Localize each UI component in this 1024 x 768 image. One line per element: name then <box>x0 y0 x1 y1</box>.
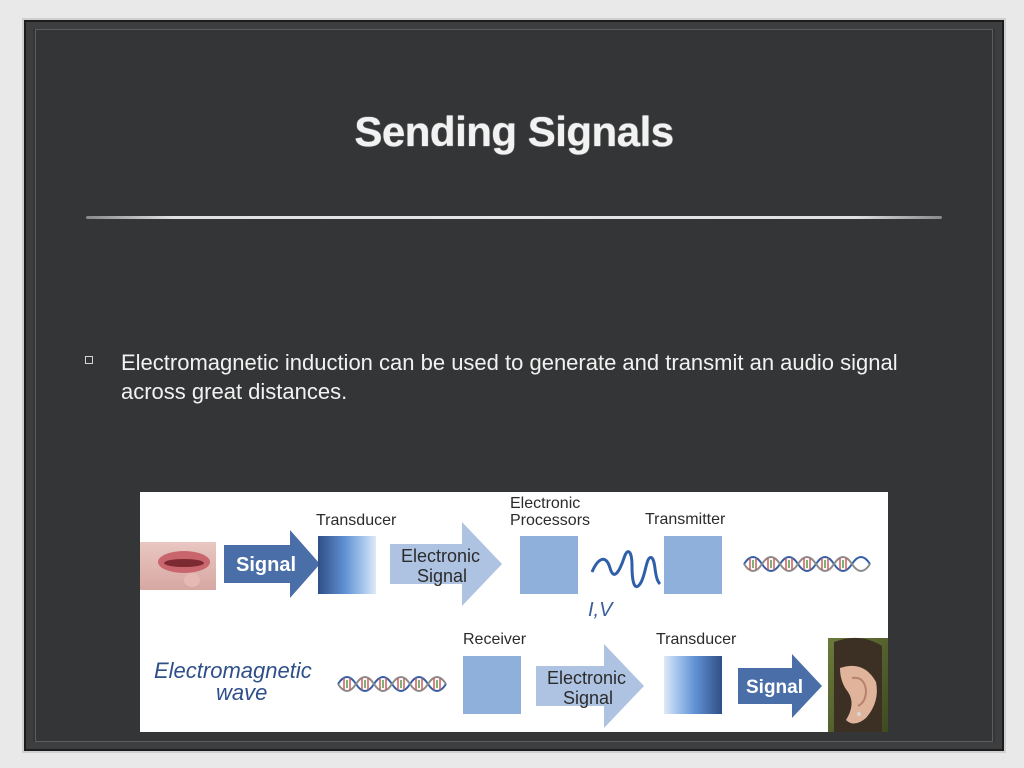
receiver-label: Receiver <box>463 631 527 648</box>
signal-arrow-label: Signal <box>236 554 296 576</box>
waveform-squiggle <box>592 552 660 587</box>
ear-image <box>828 638 888 732</box>
em-wave-graphic-1 <box>744 557 870 571</box>
mouth-image <box>140 542 216 590</box>
electronic-signal-label-line1: Electronic <box>401 546 480 566</box>
receiver-block <box>463 656 521 714</box>
em-wave-graphic-2 <box>338 677 446 691</box>
current-voltage-label: I,V <box>588 599 614 621</box>
signal-diagram: Signal Transducer Electronic Signal Elec… <box>140 492 888 732</box>
slide-board: Sending Signals Electromagnetic inductio… <box>24 20 1004 751</box>
transducer-label: Transducer <box>316 512 397 529</box>
slide-title: Sending Signals <box>26 108 1002 156</box>
transducer-block <box>318 536 376 594</box>
transmitter-block <box>664 536 722 594</box>
electronic-signal-2-label-line1: Electronic <box>547 668 626 688</box>
electronic-signal-2-label-line2: Signal <box>563 688 613 708</box>
transducer-2-block <box>664 656 722 714</box>
transducer-2-label: Transducer <box>656 631 737 648</box>
processors-label-line1: Electronic <box>510 495 580 512</box>
processors-label-line2: Processors <box>510 512 590 529</box>
title-divider <box>86 216 942 219</box>
electronic-signal-label-line2: Signal <box>417 566 467 586</box>
signal-arrow-input: Signal <box>224 530 320 598</box>
em-wave-label-line2: wave <box>216 680 267 705</box>
signal-arrow-output-label: Signal <box>746 677 803 698</box>
signal-arrow-output: Signal <box>738 654 822 718</box>
electronic-signal-arrow: Electronic Signal <box>390 522 502 606</box>
bullet-text: Electromagnetic induction can be used to… <box>121 348 921 406</box>
signal-diagram-svg: Signal Transducer Electronic Signal Elec… <box>140 492 888 732</box>
transmitter-label: Transmitter <box>645 511 726 528</box>
electronic-signal-arrow-2: Electronic Signal <box>536 644 644 728</box>
bullet-square-icon <box>85 356 93 364</box>
processors-block <box>520 536 578 594</box>
